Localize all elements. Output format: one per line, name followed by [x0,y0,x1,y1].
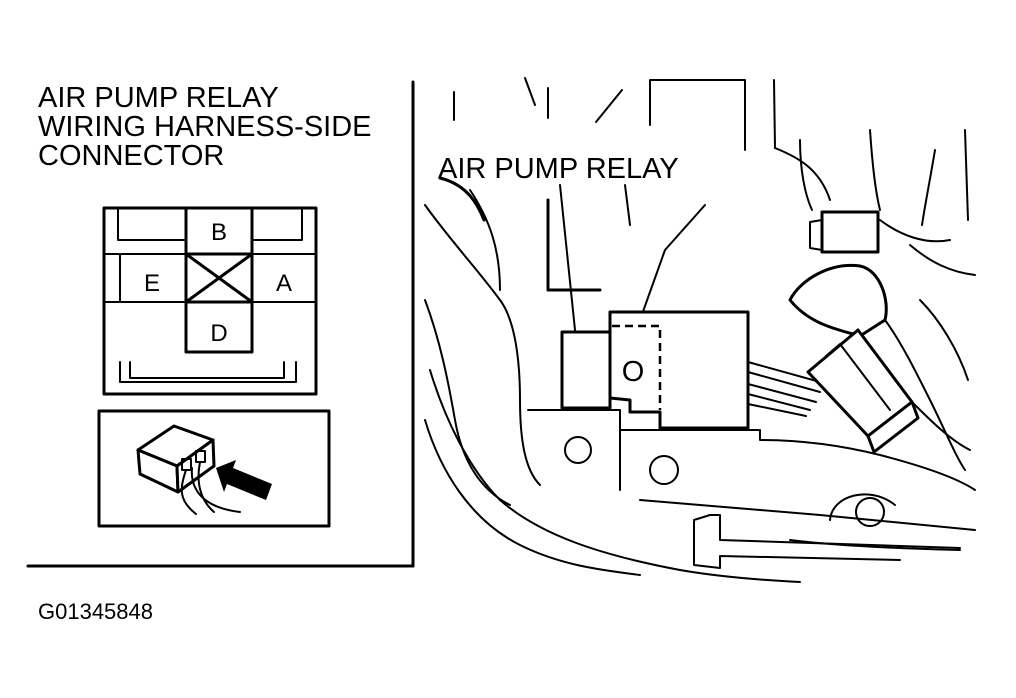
harness-grommet [788,263,888,338]
mount-hole-3 [855,497,885,527]
title-line-2: WIRING HARNESS-SIDE [38,111,372,143]
relay-mark: O [622,356,645,388]
figure-code: G01345848 [38,599,153,624]
relay-label: AIR PUMP RELAY [438,153,679,185]
pin-b-label: B [211,219,227,246]
pin-d-label: D [210,320,227,347]
pin-a-label: A [276,270,292,297]
connector-title: AIR PUMP RELAY WIRING HARNESS-SIDE CONNE… [38,82,372,172]
title-line-1: AIR PUMP RELAY [38,82,279,114]
view-arrow-icon [216,460,272,500]
relay-side [560,330,612,410]
mount-hole-1 [564,436,592,464]
title-line-3: CONNECTOR [38,140,224,172]
view-direction-inset [97,409,331,528]
harness-connector [788,263,971,471]
pin-e-label: E [144,270,160,297]
relay-body [608,310,750,430]
pin-d-cell [184,300,254,354]
blank-cross-2 [184,252,254,304]
bracket-icon [820,210,880,254]
air-pump-relay: O [560,310,821,430]
mount-hole-2 [649,455,679,485]
connector-face: B E A D [102,206,318,396]
engine-bay-linework [424,77,976,583]
